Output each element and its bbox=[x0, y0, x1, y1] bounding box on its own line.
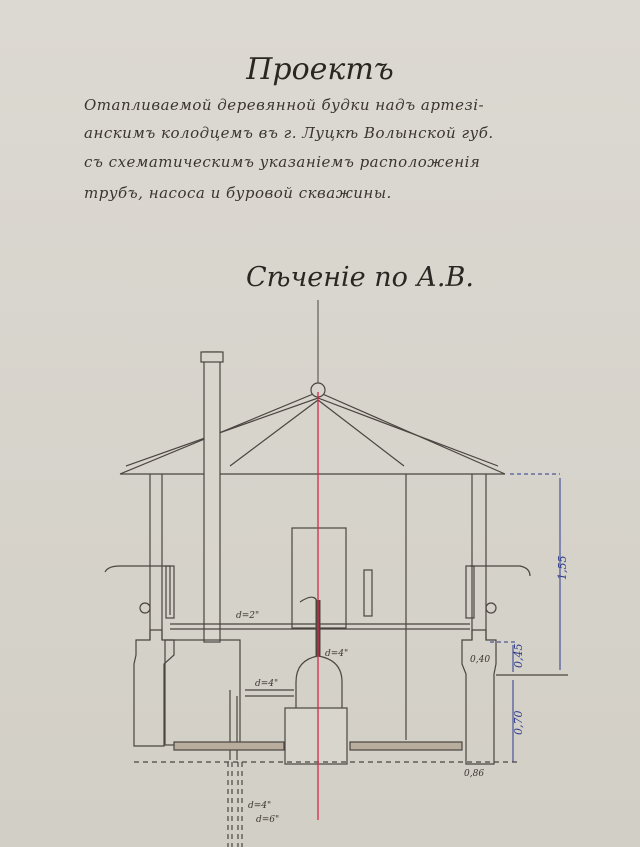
section-title: Сѣченіе по А.В. bbox=[246, 262, 474, 293]
roof bbox=[119, 300, 506, 475]
well-bore bbox=[227, 762, 243, 847]
dim-foundation-width: 0,86 bbox=[464, 769, 484, 779]
dim-foundation-depth: 0,70 bbox=[512, 711, 525, 736]
label-well-outer: d=6" bbox=[256, 815, 279, 825]
left-pillar bbox=[133, 629, 175, 747]
subtitle-line: анскимъ колодцемъ въ г. Луцкѣ Волынской … bbox=[84, 124, 494, 142]
walls bbox=[149, 474, 487, 740]
subtitle-line: трубъ, насоса и буровой скважины. bbox=[84, 184, 392, 202]
subtitle-line: съ схематическимъ указаніемъ расположені… bbox=[84, 153, 481, 171]
label-main-pipe: d=2" bbox=[236, 611, 259, 621]
label-well-inner: d=4" bbox=[248, 801, 271, 811]
dimension-lines bbox=[490, 473, 561, 762]
chimney bbox=[200, 351, 224, 643]
right-pillar bbox=[461, 629, 497, 765]
label-pump-riser: d=4" bbox=[325, 649, 348, 659]
subtitle-line: Отапливаемой деревянной будки надъ артез… bbox=[84, 96, 485, 114]
pump bbox=[229, 596, 348, 765]
dim-plinth-width: 0,40 bbox=[470, 655, 490, 665]
dim-wall-height: 1,55 bbox=[556, 556, 569, 581]
stove bbox=[164, 639, 241, 746]
dim-plinth-height: 0,45 bbox=[512, 644, 525, 669]
floor bbox=[173, 741, 285, 751]
drawing-title: Проектъ bbox=[246, 52, 394, 87]
label-suction-pipe: d=4" bbox=[255, 679, 278, 689]
